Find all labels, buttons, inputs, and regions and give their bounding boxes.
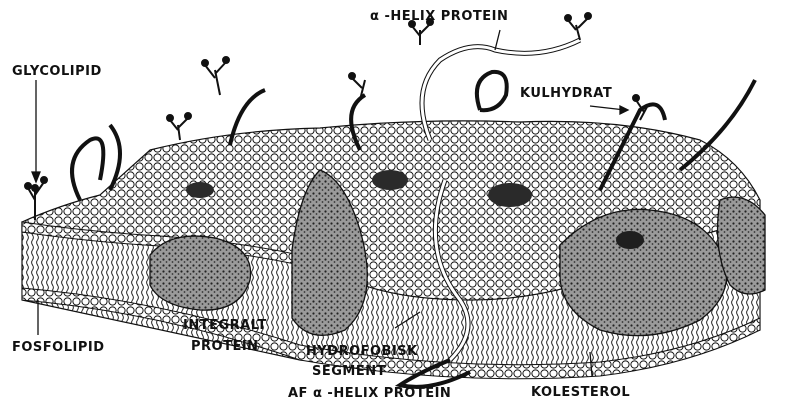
label-alpha-helix-protein: α -HELIX PROTEIN <box>370 9 508 24</box>
surface-strand <box>72 138 103 200</box>
label-fosfolipid: FOSFOLIPID <box>12 340 105 355</box>
label-integralt-protein-line1: INTEGRALT <box>183 318 267 333</box>
integral-protein-right <box>560 209 727 335</box>
label-glycolipid: GLYCOLIPID <box>12 64 102 79</box>
label-integralt-protein-line2: PROTEIN <box>191 339 259 354</box>
channel-pore <box>616 231 644 249</box>
channel-pore <box>488 183 532 207</box>
channel-pore <box>186 182 214 198</box>
label-af-alpha-helix-protein: AF α -HELIX PROTEIN <box>288 386 451 401</box>
alpha-helix-loop <box>477 72 507 110</box>
integral-protein-left <box>150 236 251 310</box>
label-hydrofobisk-segment-line2: SEGMENT <box>312 364 386 379</box>
label-kolesterol: KOLESTEROL <box>531 385 630 400</box>
label-kulhydrat: KULHYDRAT <box>520 86 612 101</box>
channel-pore <box>372 170 408 190</box>
label-hydrofobisk-segment-line1: HYDROFOBISK <box>306 344 418 359</box>
